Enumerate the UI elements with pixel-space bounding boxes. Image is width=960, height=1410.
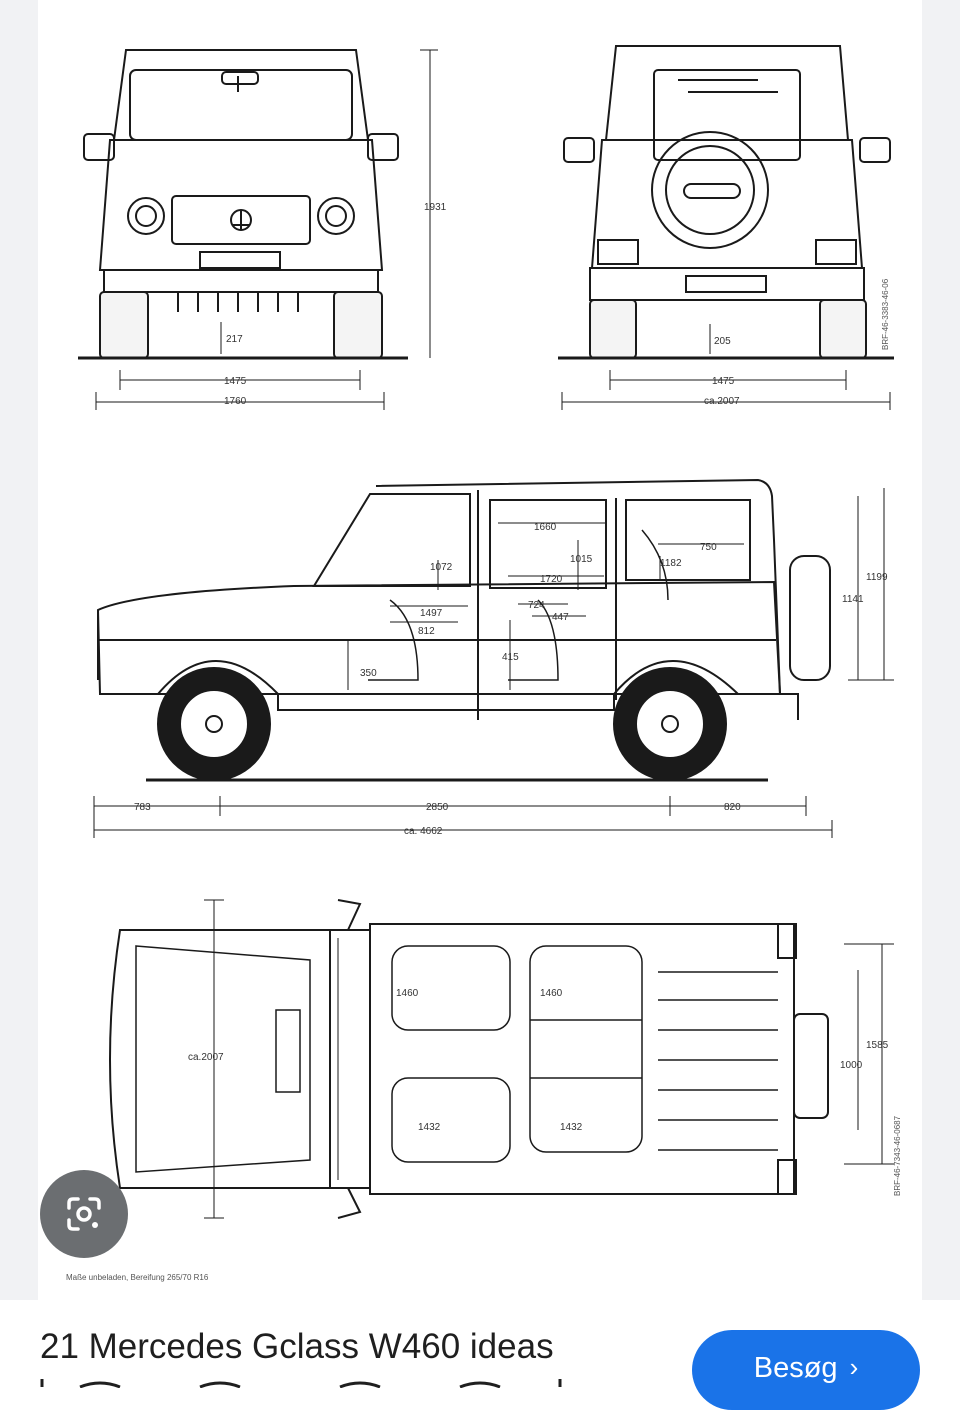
label-cargo-width: 1585 — [866, 1040, 889, 1051]
label-front-track: 1475 — [224, 376, 247, 387]
label-rear-width: ca.2007 — [704, 396, 740, 407]
label-rear-side-code: BRF-46-3383-46-06 — [881, 278, 890, 350]
label-height: 1199 — [866, 572, 888, 583]
side-view — [93, 478, 894, 838]
label-rear-clearance: 205 — [714, 336, 731, 347]
label-front-headroom: 1072 — [430, 562, 453, 573]
front-view — [78, 49, 438, 410]
label-front-hip: 1432 — [418, 1122, 441, 1133]
label-top-width: ca.2007 — [188, 1052, 224, 1063]
top-view — [109, 899, 894, 1219]
label-front-shoulder: 1460 — [396, 988, 419, 999]
visit-button-label: Besøg — [753, 1352, 838, 1384]
label-front-overhang: 783 — [134, 802, 151, 813]
google-lens-button[interactable] — [40, 1170, 128, 1258]
label-rear-legroom: 1660 — [534, 522, 557, 533]
blueprint-image[interactable]: 1931 217 1475 1760 205 1475 ca.2007 BRF-… — [38, 0, 922, 1300]
chevron-right-icon: › — [849, 1352, 859, 1382]
label-rear-headroom: 1015 — [570, 554, 593, 565]
label-front-clearance: 217 — [226, 334, 243, 345]
label-cargo-height: 1182 — [660, 558, 682, 569]
vehicle-blueprint-drawing: 1931 217 1475 1760 205 1475 ca.2007 BRF-… — [66, 45, 902, 1282]
label-cargo-depth: 750 — [700, 542, 717, 553]
label-rear-seat-b: 447 — [552, 612, 569, 623]
result-subtitle-cut-off — [40, 1376, 600, 1388]
label-rear-seat-height: 415 — [502, 652, 519, 663]
label-rear-shoulder: 1460 — [540, 988, 563, 999]
label-rear-length: 1720 — [540, 574, 563, 585]
label-cargo-width-inner: 1000 — [840, 1060, 863, 1071]
label-wheelbase: 2850 — [426, 802, 449, 813]
label-height-inner: 1141 — [842, 594, 864, 605]
image-panel: 1931 217 1475 1760 205 1475 ca.2007 BRF-… — [0, 0, 960, 1300]
label-rear-hip: 1432 — [560, 1122, 583, 1133]
google-lens-icon — [67, 1197, 101, 1231]
visit-button[interactable]: Besøg › — [692, 1330, 920, 1410]
label-rear-seat-a: 724 — [528, 600, 545, 611]
blueprint-footnote: Maße unbeladen, Bereifung 265/70 R16 — [66, 1273, 209, 1282]
label-length: ca. 4662 — [404, 826, 443, 837]
label-rear-track: 1475 — [712, 376, 735, 387]
label-rear-overhang: 820 — [724, 802, 741, 813]
label-top-side-code: BRF-46-7343-46-0687 — [893, 1115, 902, 1196]
label-front-seat-height: 350 — [360, 668, 377, 679]
cut-off-text-fragment — [40, 1379, 562, 1388]
rear-view — [558, 45, 894, 410]
label-front-legroom-b: 812 — [418, 626, 435, 637]
result-title[interactable]: 21 Mercedes Gclass W460 ideas — [40, 1327, 554, 1366]
label-front-width: 1760 — [224, 396, 247, 407]
label-front-legroom-a: 1497 — [420, 608, 443, 619]
dimension-labels: 1931 217 1475 1760 205 1475 ca.2007 BRF-… — [66, 202, 902, 1282]
label-front-height: 1931 — [424, 202, 447, 213]
